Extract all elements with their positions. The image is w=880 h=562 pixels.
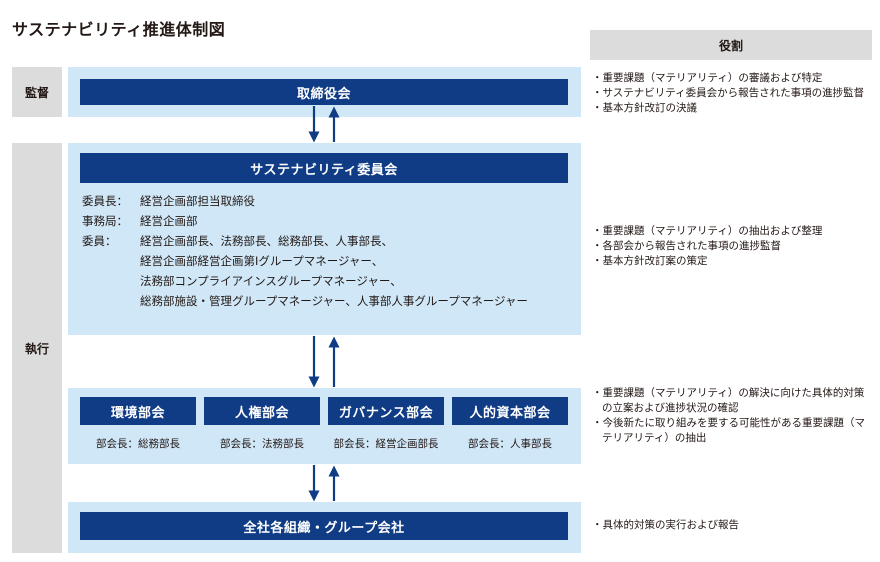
subcommittee-head: 部会長：経営企画部長 bbox=[333, 438, 439, 450]
subcommittee-head: 部会長：人事部長 bbox=[468, 438, 552, 450]
role-item: ・基本方針改訂案の策定 bbox=[592, 255, 708, 267]
role-item: ・今後新たに取り組みを要する可能性がある重要課題（マテリアリティ）の抽出 bbox=[592, 417, 865, 444]
role-item: ・重要課題（マテリアリティ）の解決に向けた具体的対策の立案および進捗状況の確認 bbox=[592, 387, 865, 414]
page-title: サステナビリティ推進体制図 bbox=[12, 20, 226, 39]
subcommittee-head: 部会長：法務部長 bbox=[220, 438, 304, 450]
subcommittee-governance: ガバナンス部会 bbox=[328, 397, 444, 425]
execution-label: 執行 bbox=[12, 143, 62, 553]
role-column-header: 役割 bbox=[590, 30, 872, 60]
group-box: 全社各組織・グループ会社 bbox=[80, 512, 568, 540]
role-committee: ・重要課題（マテリアリティ）の抽出および整理 ・各部会から報告された事項の進捗監… bbox=[592, 224, 874, 269]
role-group: ・具体的対策の実行および報告 bbox=[592, 518, 874, 533]
role-item: ・サステナビリティ委員会から報告された事項の進捗監督 bbox=[592, 87, 865, 99]
subcommittee-head: 部会長：総務部長 bbox=[96, 438, 180, 450]
secretariat-key: 事務局： bbox=[82, 214, 128, 228]
role-item: ・具体的対策の実行および報告 bbox=[592, 519, 739, 531]
chair-value: 経営企画部担当取締役 bbox=[140, 194, 255, 208]
role-item: ・各部会から報告された事項の進捗監督 bbox=[592, 240, 781, 252]
role-subcommittees: ・重要課題（マテリアリティ）の解決に向けた具体的対策の立案および進捗状況の確認 … bbox=[592, 386, 874, 446]
role-item: ・重要課題（マテリアリティ）の抽出および整理 bbox=[592, 225, 823, 237]
committee-members-row: 委員： 経営企画部長、法務部長、総務部長、人事部長、 bbox=[82, 233, 393, 249]
board-box: 取締役会 bbox=[80, 79, 568, 105]
members-line: 法務部コンプライアインスグループマネージャー、 bbox=[140, 274, 402, 288]
role-item: ・基本方針改訂の決議 bbox=[592, 102, 697, 114]
committee-box: サステナビリティ委員会 bbox=[80, 153, 568, 183]
secretariat-value: 経営企画部 bbox=[140, 214, 198, 228]
chair-key: 委員長： bbox=[82, 194, 128, 208]
members-line: 経営企画部長、法務部長、総務部長、人事部長、 bbox=[140, 234, 393, 248]
subcommittee-environment: 環境部会 bbox=[80, 397, 196, 425]
committee-secretariat-row: 事務局： 経営企画部 bbox=[82, 213, 198, 229]
committee-chair-row: 委員長： 経営企画部担当取締役 bbox=[82, 193, 255, 209]
members-key: 委員： bbox=[82, 234, 117, 248]
supervision-label: 監督 bbox=[12, 67, 62, 117]
subcommittee-human-rights: 人権部会 bbox=[204, 397, 320, 425]
role-board: ・重要課題（マテリアリティ）の審議および特定 ・サステナビリティ委員会から報告さ… bbox=[592, 71, 874, 116]
subcommittee-human-capital: 人的資本部会 bbox=[452, 397, 568, 425]
members-line: 総務部施設・管理グループマネージャー、人事部人事グループマネージャー bbox=[140, 294, 528, 308]
role-item: ・重要課題（マテリアリティ）の審議および特定 bbox=[592, 72, 823, 84]
members-line: 経営企画部経営企画第Ⅰグループマネージャー、 bbox=[140, 254, 384, 268]
